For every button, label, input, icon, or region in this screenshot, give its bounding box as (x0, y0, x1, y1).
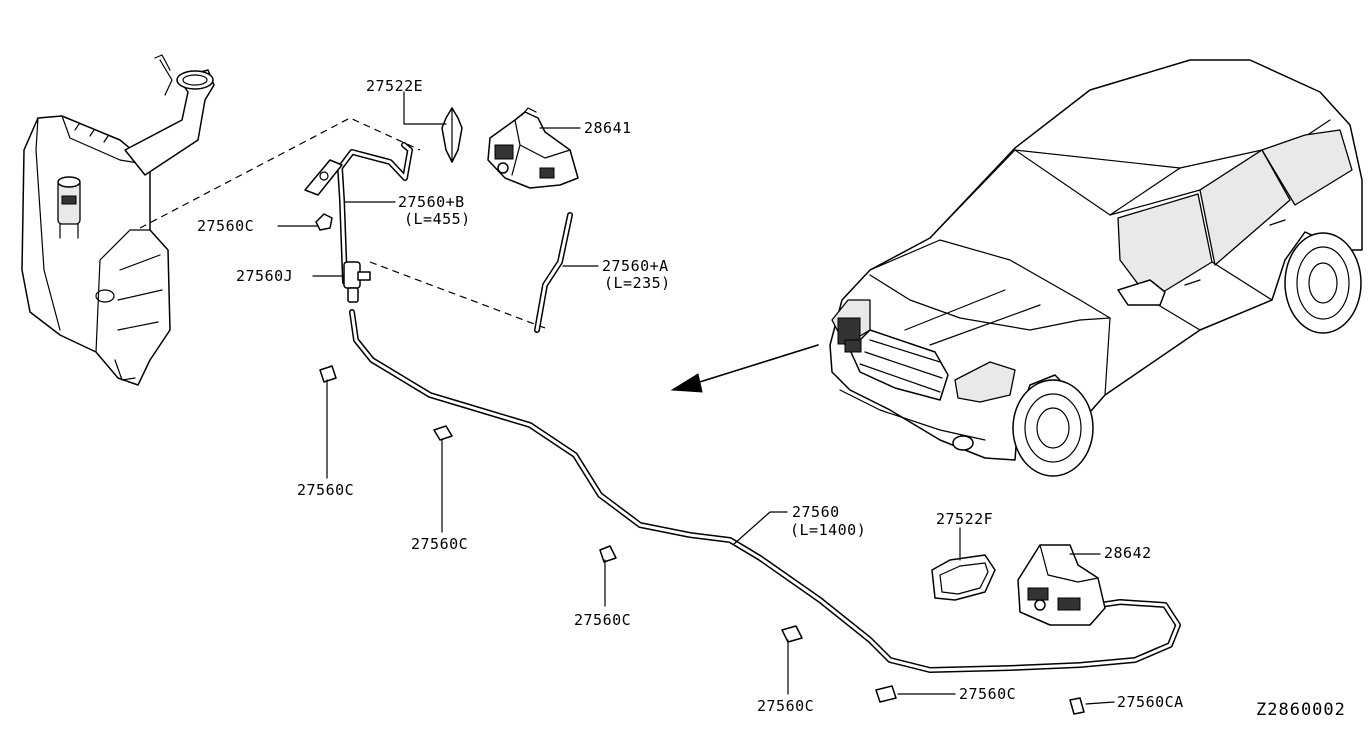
label-27560-length: (L=1400) (790, 521, 867, 539)
label-27560C-c: 27560C (411, 535, 469, 553)
clip-27560C-b (319, 365, 337, 383)
washer-nozzle-28642 (1017, 544, 1106, 626)
clip-27560C-e (781, 625, 803, 643)
label-27560C-a: 27560C (197, 217, 255, 235)
nozzle-27522E (441, 107, 463, 163)
label-27560C-f: 27560C (959, 685, 1017, 703)
hose-27560B (304, 142, 413, 285)
label-27560C-e: 27560C (757, 697, 815, 715)
label-27560C-b: 27560C (297, 481, 355, 499)
washer-nozzle-28641 (487, 107, 579, 189)
label-28642: 28642 (1104, 544, 1152, 562)
nozzle-cover-27522F (931, 554, 996, 601)
label-27522E: 27522E (366, 77, 424, 95)
label-27560C-d: 27560C (574, 611, 632, 629)
label-27560B-length: (L=455) (404, 210, 471, 228)
washer-tank (21, 54, 215, 386)
label-27560A: 27560+A (602, 257, 669, 275)
label-27522F: 27522F (936, 510, 994, 528)
tank-dashed-leader (139, 117, 421, 229)
label-27560A-length: (L=235) (604, 274, 671, 292)
diagram-reference-code: Z2860002 (1256, 700, 1346, 720)
label-27560J: 27560J (236, 267, 294, 285)
clip-27560CA (1069, 697, 1085, 715)
label-27560B: 27560+B (398, 193, 465, 211)
label-27560CA: 27560CA (1117, 693, 1184, 711)
clip-27560C-a (315, 213, 333, 231)
clip-27560C-d (599, 545, 617, 563)
label-28641: 28641 (584, 119, 632, 137)
clip-27560C-c (433, 425, 453, 441)
vehicle (829, 59, 1363, 477)
hose-27560 (349, 309, 1181, 673)
label-27560: 27560 (792, 503, 840, 521)
clip-27560C-f (875, 685, 897, 703)
hose-27560A (534, 212, 573, 333)
leader-lines (277, 91, 1115, 705)
joint-27560J (343, 261, 371, 303)
hose-dashed-leader (369, 261, 546, 329)
location-arrow (670, 344, 819, 393)
